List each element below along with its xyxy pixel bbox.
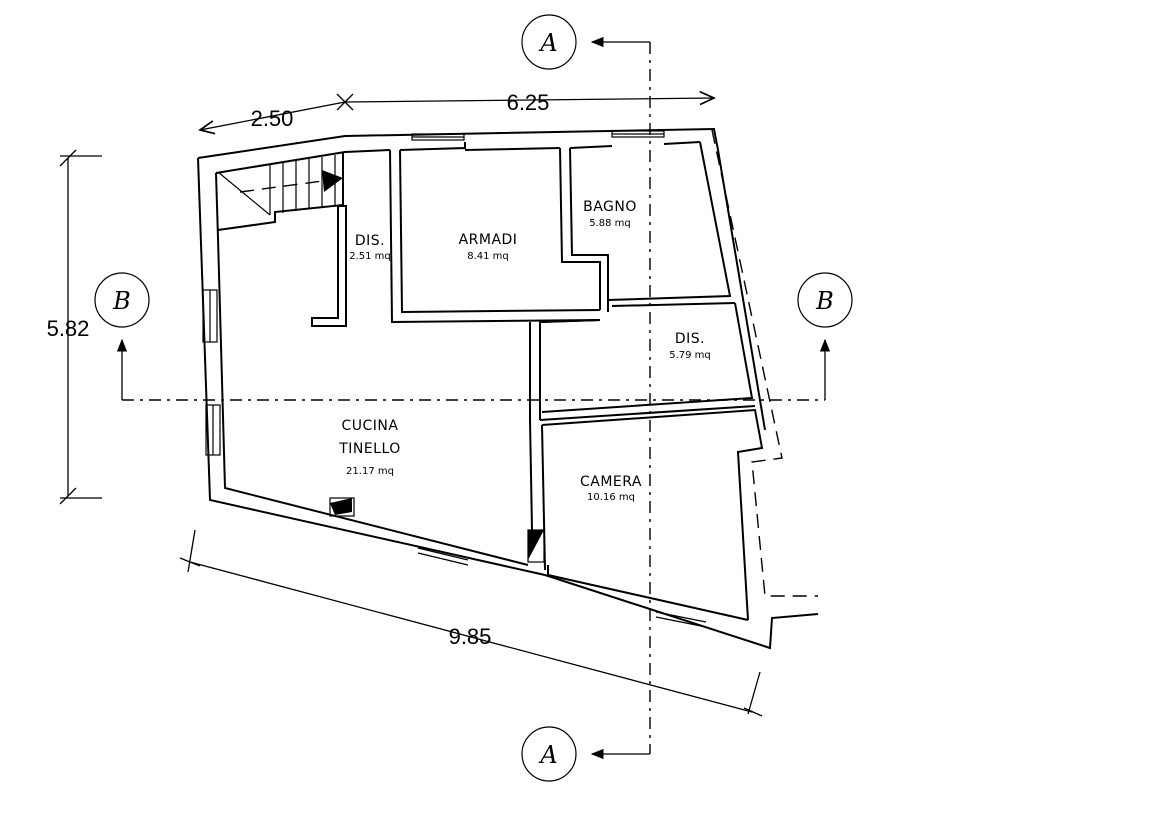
room-camera: CAMERA 10.16 mq — [580, 474, 642, 503]
section-a-line — [590, 36, 651, 760]
room-cucina-name-line1: CUCINA — [342, 418, 399, 434]
section-b-left-marker: B — [94, 272, 150, 328]
room-bagno-area: 5.88 mq — [589, 218, 631, 229]
dimension-top: 2.50 6.25 — [200, 90, 714, 131]
fixtures — [329, 497, 545, 563]
dim-left-label: 5.82 — [47, 316, 90, 341]
room-armadi: ARMADI 8.41 mq — [459, 232, 518, 262]
section-b-left-label: B — [112, 287, 131, 315]
room-camera-name: CAMERA — [580, 474, 642, 490]
room-cucina-name-line2: TINELLO — [338, 441, 401, 457]
dim-top-right-label: 6.25 — [507, 90, 550, 115]
room-bagno: BAGNO 5.88 mq — [583, 199, 637, 229]
room-dis-left-name: DIS. — [355, 233, 385, 249]
room-dis-right-name: DIS. — [675, 331, 705, 347]
interior-walls — [311, 141, 764, 621]
room-cucina-area: 21.17 mq — [346, 466, 394, 477]
dimension-left: 5.82 — [47, 149, 102, 505]
room-dis-left: DIS. 2.51 mq — [349, 233, 391, 262]
windows — [202, 130, 707, 628]
room-camera-area: 10.16 mq — [587, 492, 635, 503]
boundary-dashed — [711, 129, 818, 597]
room-dis-right-area: 5.79 mq — [669, 350, 711, 361]
section-a-bottom-label: A — [538, 741, 557, 769]
section-a-top-marker: A — [521, 14, 577, 70]
room-armadi-name: ARMADI — [459, 232, 518, 248]
section-a-bottom-marker: A — [521, 726, 577, 782]
section-b-line — [116, 338, 831, 401]
dimension-bottom: 9.85 — [179, 529, 763, 717]
room-cucina: CUCINA TINELLO 21.17 mq — [338, 418, 401, 477]
outer-walls — [197, 127, 819, 650]
staircase — [217, 152, 344, 231]
dim-top-left-label: 2.50 — [251, 106, 294, 131]
section-b-right-label: B — [815, 287, 834, 315]
section-a-top-label: A — [538, 29, 557, 57]
room-bagno-name: BAGNO — [583, 199, 637, 215]
section-b-right-marker: B — [797, 272, 853, 328]
room-dis-left-area: 2.51 mq — [349, 251, 391, 262]
room-armadi-area: 8.41 mq — [467, 251, 509, 262]
room-dis-right: DIS. 5.79 mq — [669, 331, 711, 361]
dim-bottom-label: 9.85 — [449, 624, 492, 649]
